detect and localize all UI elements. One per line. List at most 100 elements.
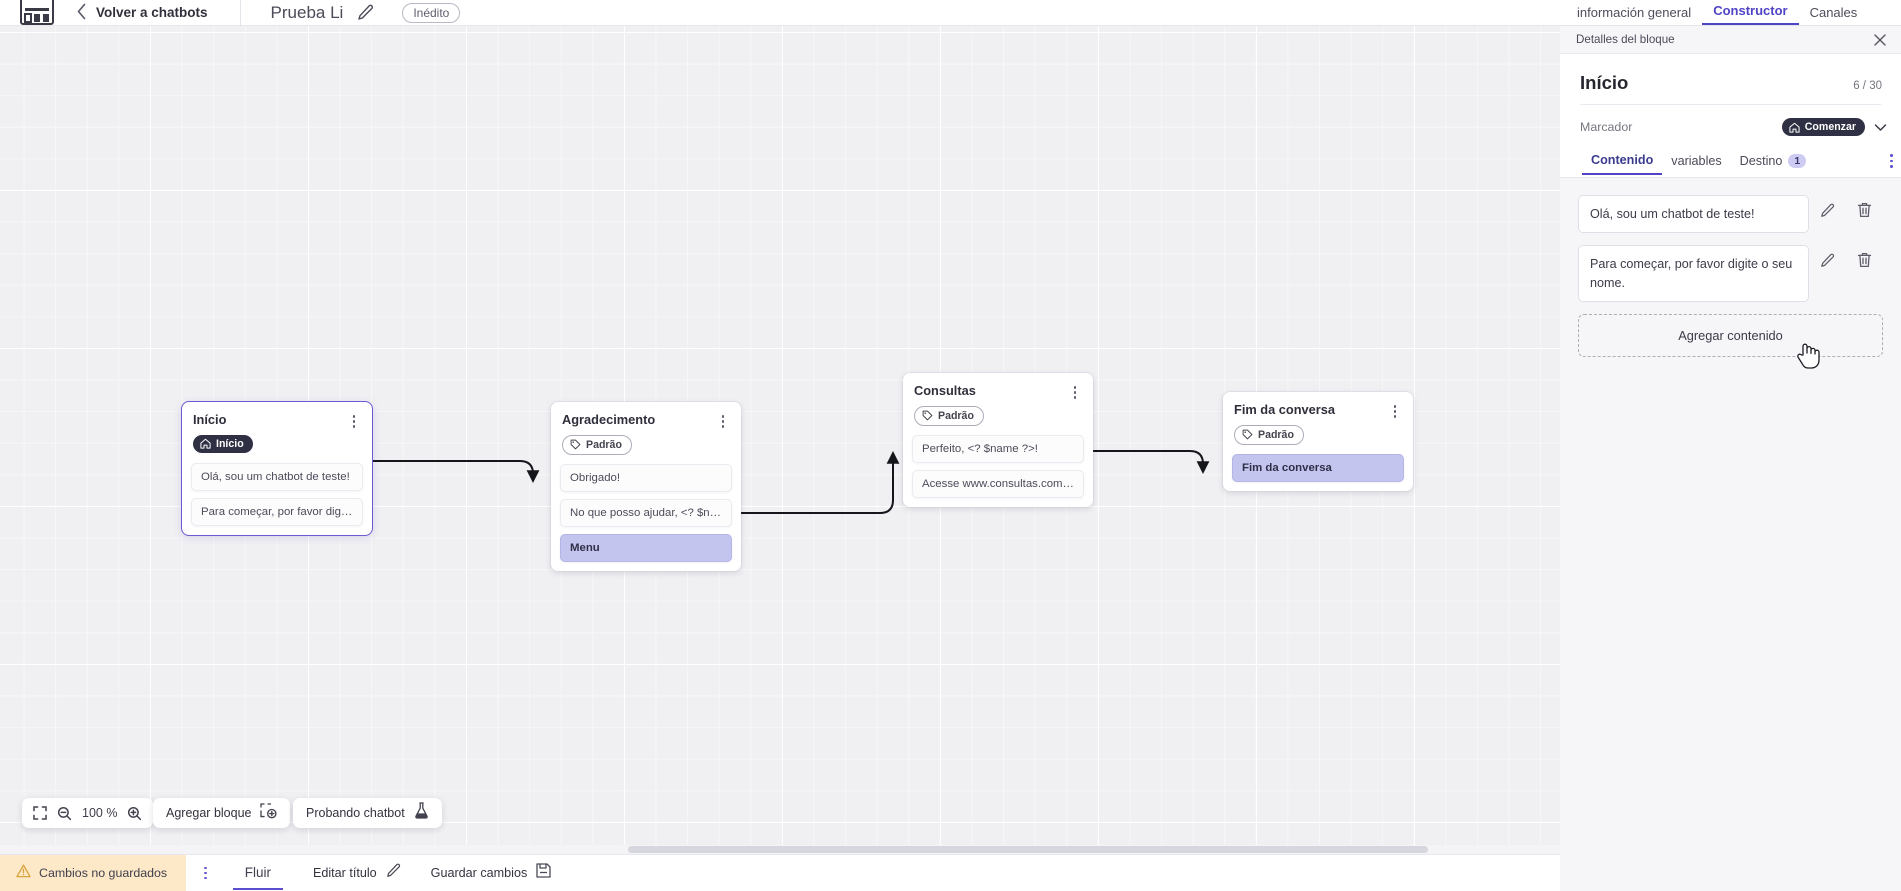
node-badge-label: Padrão: [586, 438, 622, 451]
node-message[interactable]: Fim da conversa: [1232, 454, 1404, 483]
character-counter: 6 / 30: [1853, 80, 1882, 92]
add-content-button[interactable]: Agregar contenido: [1578, 313, 1883, 357]
block-title: Início: [1580, 72, 1629, 93]
marker-value-badge[interactable]: Comenzar: [1781, 118, 1865, 136]
node-title: Consultas: [914, 383, 976, 398]
edge-agradecimento-to-consultas: [740, 451, 900, 514]
close-icon[interactable]: [1873, 33, 1887, 47]
flow-canvas[interactable]: Início Início Olá, sou um chatbot de tes…: [0, 26, 1560, 854]
node-message[interactable]: Olá, sou um chatbot de teste!: [191, 463, 363, 492]
content-item-actions: [1809, 245, 1883, 268]
tab-variables-label: variables: [1671, 153, 1722, 168]
flow-node-agradecimento[interactable]: Agradecimento Padrão Obrigado! No que po…: [551, 402, 741, 572]
tab-variables[interactable]: variables: [1662, 154, 1730, 174]
edit-title-button[interactable]: Editar título: [313, 863, 401, 883]
tab-contenido[interactable]: Contenido: [1582, 152, 1663, 175]
marker-row: Marcador Comenzar: [1560, 105, 1901, 150]
node-menu-icon[interactable]: [1388, 402, 1402, 418]
content-text-field[interactable]: Para começar, por favor digite o seu nom…: [1578, 245, 1809, 302]
content-item-actions: [1809, 195, 1883, 218]
tab-fluir[interactable]: Fluir: [232, 856, 283, 890]
tab-constructor[interactable]: Constructor: [1702, 3, 1799, 25]
node-menu-icon[interactable]: [716, 412, 730, 428]
status-more-icon[interactable]: [204, 866, 207, 880]
zoom-out-icon[interactable]: [57, 806, 72, 821]
right-panel: información general Constructor Canales …: [1560, 0, 1901, 891]
add-block-label: Agregar bloque: [166, 806, 252, 820]
test-chatbot-button[interactable]: Probando chatbot: [293, 798, 442, 828]
marker-label: Marcador: [1580, 120, 1633, 134]
pencil-icon[interactable]: [1809, 203, 1846, 218]
node-menu-icon[interactable]: [347, 412, 361, 428]
node-menu-icon[interactable]: [1068, 383, 1082, 399]
chevron-down-icon[interactable]: [1874, 123, 1887, 132]
node-badge-start[interactable]: Início: [193, 434, 253, 453]
node-title: Agradecimento: [562, 412, 656, 427]
node-badge-standard[interactable]: Padrão: [1234, 424, 1304, 445]
pencil-icon[interactable]: [357, 4, 374, 21]
flow-node-inicio[interactable]: Início Início Olá, sou um chatbot de tes…: [181, 400, 373, 537]
node-message[interactable]: Acesse www.consultas.com par...: [912, 470, 1084, 499]
back-to-chatbots-link[interactable]: Volver a chatbots: [96, 5, 208, 20]
tab-contenido-label: Contenido: [1591, 152, 1654, 167]
block-details-label: Detalles del bloque: [1576, 33, 1675, 46]
chevron-left-icon[interactable]: [76, 3, 87, 23]
unsaved-changes-label: Cambios no guardados: [39, 866, 168, 880]
canvas-horizontal-scrollbar[interactable]: [0, 845, 1560, 854]
marker-value-label: Comenzar: [1804, 121, 1856, 133]
flow-node-consultas[interactable]: Consultas Padrão Perfeito, <? $name ?>! …: [903, 373, 1093, 508]
warning-triangle-icon: [16, 864, 31, 883]
node-message-menu[interactable]: Menu: [560, 534, 732, 563]
node-badge-row: Padrão: [1223, 418, 1413, 455]
pencil-icon[interactable]: [1809, 253, 1846, 268]
more-vertical-icon[interactable]: [1890, 154, 1893, 172]
block-details-header: Detalles del bloque: [1560, 26, 1901, 54]
node-header: Consultas: [903, 373, 1093, 399]
node-badge-standard[interactable]: Padrão: [914, 405, 984, 426]
node-messages: Obrigado! No que posso ajudar, <? $name …: [551, 464, 741, 563]
edge-inicio-to-agradecimento: [373, 460, 540, 483]
scrollbar-thumb[interactable]: [628, 846, 1428, 853]
add-block-button[interactable]: Agregar bloque: [153, 798, 291, 828]
flow-connectors: [373, 450, 1210, 514]
edge-consultas-to-fim: [1086, 450, 1210, 474]
node-message[interactable]: Perfeito, <? $name ?>!: [912, 435, 1084, 464]
tab-destino-label: Destino: [1739, 153, 1783, 168]
app-logo-icon[interactable]: [20, 0, 54, 25]
node-badge-label: Início: [216, 437, 244, 450]
zoom-in-icon[interactable]: [127, 806, 142, 821]
pencil-icon: [386, 863, 401, 883]
node-badge-standard[interactable]: Padrão: [562, 434, 632, 455]
content-text-field[interactable]: Olá, sou um chatbot de teste!: [1578, 195, 1809, 234]
edit-title-label: Editar título: [312, 866, 377, 880]
unsaved-changes-banner: Cambios no guardados: [0, 854, 187, 891]
logo-glyph-icon: [24, 7, 49, 23]
status-badge: Inédito: [402, 2, 461, 23]
trash-icon[interactable]: [1846, 252, 1883, 268]
tag-icon: [570, 439, 581, 450]
flow-node-fim-da-conversa[interactable]: Fim da conversa Padrão Fim da conversa: [1223, 392, 1413, 492]
node-badge-row: Padrão: [903, 399, 1093, 436]
tag-icon: [1242, 429, 1253, 440]
tab-destino[interactable]: Destino 1: [1731, 153, 1816, 174]
node-message[interactable]: Obrigado!: [560, 464, 732, 493]
save-changes-label: Guardar cambios: [430, 866, 528, 880]
content-tabs: Contenido variables Destino 1: [1560, 150, 1901, 178]
fit-screen-icon[interactable]: [33, 806, 47, 820]
divider: [1580, 104, 1881, 105]
node-badge-label: Padrão: [938, 409, 974, 422]
node-messages: Fim da conversa: [1223, 454, 1413, 483]
node-title: Início: [193, 412, 227, 427]
tab-canales[interactable]: Canales: [1809, 5, 1858, 20]
trash-icon[interactable]: [1846, 202, 1883, 218]
node-messages: Perfeito, <? $name ?>! Acesse www.consul…: [903, 435, 1093, 499]
node-header: Início: [182, 402, 372, 428]
panel-top-tabs: información general Constructor Canales: [1560, 0, 1901, 26]
flask-icon: [414, 802, 429, 824]
zoom-level: 100 %: [82, 806, 118, 820]
save-changes-button[interactable]: Guardar cambios: [431, 863, 552, 883]
tab-informacion-general[interactable]: información general: [1577, 5, 1692, 20]
node-message[interactable]: No que posso ajudar, <? $name ...: [560, 499, 732, 528]
node-message[interactable]: Para começar, por favor digite o ...: [191, 498, 363, 527]
node-header: Agradecimento: [551, 402, 741, 428]
